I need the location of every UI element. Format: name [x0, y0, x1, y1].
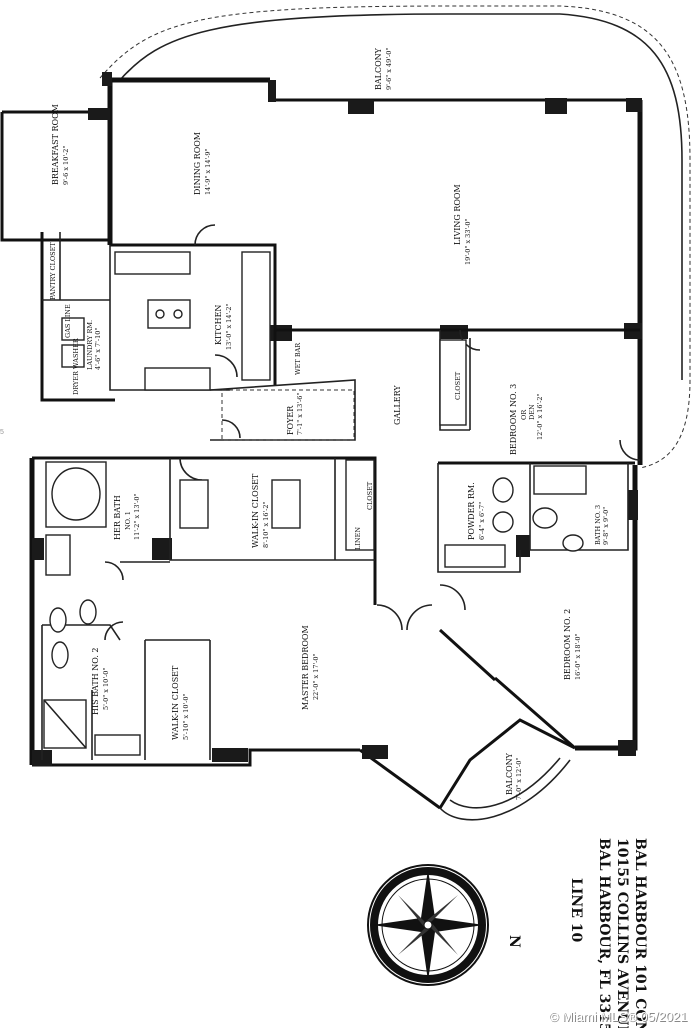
kitchen-dims: 13'-0" x 14'-2" — [225, 303, 233, 350]
compass-rose — [367, 864, 489, 986]
bedroom2-dims: 16'-0" x 18'-0" — [574, 633, 582, 680]
interior-walls — [40, 232, 640, 760]
watermark: © Miami MLS® 05/2021 — [549, 1009, 687, 1024]
his-bath-label: HIS BATH NO. 2 — [91, 648, 100, 716]
kitchen-label: KITCHEN — [214, 305, 223, 345]
laundry-dims: 4'-6" x 7'-10" — [94, 328, 102, 370]
walkin2-label: WALK-IN CLOSET — [171, 665, 180, 740]
foyer-dims: 7'-1" x 13'-6" — [296, 393, 304, 435]
title-block: BAL HARBOUR 101 CONDO 10155 COLLINS AVEN… — [568, 838, 648, 1028]
gallery-label: GALLERY — [393, 385, 402, 425]
breakfast-room-dims: 9'-6 x 10'-2" — [62, 146, 70, 185]
edge-mark: 5 — [0, 429, 4, 436]
master-bedroom-label: MASTER BEDROOM — [301, 625, 310, 710]
gas-line-label: GAS LINE — [64, 304, 72, 338]
bedroom3-dims: 12'-0" x 16'-2" — [536, 393, 544, 440]
linen-label: LINEN — [354, 527, 362, 550]
balcony-main-label: BALCONY — [374, 47, 383, 90]
small-balcony-arc — [439, 759, 571, 821]
living-room-dims: 19'-0" x 33'-0" — [464, 218, 472, 265]
title-line-2: 10155 COLLINS AVENUE — [614, 838, 630, 1028]
walkin1-dims: 8'-10" x 16'-2" — [262, 501, 270, 548]
her-bath-dims: 11'-2" x 13'-0" — [133, 493, 141, 540]
breakfast-room-label: BREAKFAST ROOM — [51, 104, 60, 185]
closet-den-label: CLOSET — [454, 371, 462, 400]
door-swings — [104, 224, 641, 641]
compass-north-label: N — [506, 935, 522, 948]
wet-bar-label: WET BAR — [294, 342, 302, 375]
bath3-label: BATH NO. 3 — [594, 505, 602, 545]
walkin2-dims: 5'-10" x 10'-0" — [182, 693, 190, 740]
balcony-outline-inner — [119, 13, 683, 380]
closet-linen-label: CLOSET — [366, 481, 374, 510]
title-line-4: LINE 10 — [568, 878, 584, 942]
pantry-closet-label: PANTRY CLOSET — [49, 242, 57, 300]
room-labels: BREAKFAST ROOM 9'-6 x 10'-2" DINING ROOM… — [49, 47, 610, 800]
laundry-label: LAUNDRY RM. — [86, 320, 94, 370]
bedroom2-label: BEDROOM NO. 2 — [563, 609, 572, 680]
his-bath-dims: 5'-0" x 10'-0" — [102, 668, 110, 710]
bath3-dims: 9'-8" x 9'-0" — [602, 507, 610, 545]
dining-room-dims: 14'-9" x 14'-9" — [204, 148, 212, 195]
powder-room-label: POWDER RM. — [467, 482, 476, 540]
master-bedroom-dims: 22'-0" x 17'-0" — [312, 653, 320, 700]
walkin1-label: WALK-IN CLOSET — [251, 473, 260, 548]
foyer-area — [221, 389, 355, 441]
bedroom3-den: DEN — [528, 404, 536, 420]
her-bath-no: NO. 1 — [124, 511, 132, 530]
balcony-small-dims: 7'-0" x 12'-0" — [515, 758, 523, 800]
bedroom3-label: BEDROOM NO. 3 — [509, 384, 518, 455]
title-line-1: BAL HARBOUR 101 CONDO — [632, 838, 648, 1028]
watermark-shadow: © Miami MLS® 05/2021 — [550, 1010, 688, 1025]
wall-blocks — [32, 72, 642, 766]
dining-room-label: DINING ROOM — [193, 132, 202, 195]
dryer-washer-label: DRYER WASHER — [72, 337, 80, 395]
her-bath-label: HER BATH — [113, 495, 122, 540]
living-room-label: LIVING ROOM — [453, 184, 462, 245]
small-balcony-arc-inner — [449, 757, 561, 809]
powder-room-dims: 6'-4" x 6'-7" — [478, 502, 486, 540]
title-line-3: BAL HARBOUR, FL 33154 — [596, 838, 612, 1028]
foyer-label: FOYER — [286, 405, 295, 435]
balcony-main-dims: 9'-6" x 49'-0" — [385, 48, 393, 90]
bedroom3-or: OR — [520, 409, 528, 420]
balcony-small-label: BALCONY — [505, 752, 514, 795]
balcony-outline — [99, 5, 691, 469]
fixtures — [43, 251, 587, 756]
